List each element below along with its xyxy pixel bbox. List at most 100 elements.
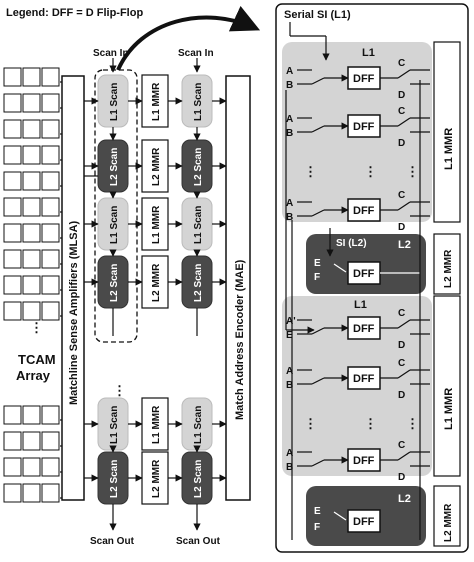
pin-a-label: A: [286, 366, 293, 377]
tcam-cell: [41, 93, 60, 113]
tcam-cell: [41, 405, 60, 425]
pin-a'-label: A': [286, 316, 296, 327]
l2-mmr-label: L2 MMR: [151, 459, 162, 498]
tcam-cell: [22, 431, 41, 451]
l1-group-2-ellipsis: ⋮: [364, 416, 377, 431]
l1-mmr-label: L1 MMR: [151, 82, 162, 121]
l2-mmr-block-2: [433, 485, 461, 547]
l2-group-1-label: L2: [398, 239, 411, 251]
dff-label: DFF: [353, 268, 375, 280]
tcam-cell: [41, 67, 60, 87]
tcam-cell: [3, 275, 22, 295]
pin-c-label: C: [398, 106, 405, 117]
pin-e-label: E: [314, 506, 321, 517]
l1-scan-label: L1 Scan: [193, 83, 204, 121]
pin-b-label: B: [286, 380, 293, 391]
tcam-cell: [3, 171, 22, 191]
pin-a-label: A: [286, 198, 293, 209]
tcam-cell: [3, 67, 22, 87]
l1-group-1-label: L1: [362, 47, 375, 59]
mux-switch: [311, 125, 325, 133]
pin-d-label: D: [398, 390, 405, 401]
tcam-cell: [22, 145, 41, 165]
pin-e-label: E: [286, 330, 293, 341]
pin-d-label: D: [398, 472, 405, 483]
l2-mmr-label-1: L2 MMR: [443, 249, 454, 288]
tcam-cell: [41, 197, 60, 217]
tcam-cell: [22, 249, 41, 269]
pin-e-label: E: [314, 258, 321, 269]
l1-scan-label: L1 Scan: [109, 406, 120, 444]
dff-label: DFF: [353, 516, 375, 528]
l2-mmr-block-1: [433, 233, 461, 295]
mae-label: Match Address Encoder (MAE): [234, 259, 246, 420]
l1-mmr-label-1: L1 MMR: [443, 128, 455, 170]
l1-scan-label: L1 Scan: [109, 206, 120, 244]
tcam-cell: [41, 119, 60, 139]
pin-a-label: A: [286, 66, 293, 77]
tcam-cell: [3, 93, 22, 113]
l2-group-2-label: L2: [398, 493, 411, 505]
pin-b-label: B: [286, 128, 293, 139]
l1-mmr-label: L1 MMR: [151, 405, 162, 444]
mux-switch: [333, 263, 347, 273]
mux-switch: [333, 511, 347, 521]
left-scan-columns: L1 Scan L1 Scan L1 MMR L2 Scan L2 Scan L2 MMR…: [84, 58, 227, 531]
tcam-cell: [41, 223, 60, 243]
tcam-cell: [3, 223, 22, 243]
l1-group-2-ellipsis-left: ⋮: [304, 416, 317, 431]
mux-switch: [311, 77, 325, 85]
tcam-cell: [3, 457, 22, 477]
l1-mmr-block-1: [433, 41, 461, 223]
tcam-cell: [41, 275, 60, 295]
tcam-cell: [22, 405, 41, 425]
pin-c-label: C: [398, 358, 405, 369]
scan-out-label-1: Scan Out: [90, 536, 135, 547]
mae-block: [225, 75, 251, 501]
mux-switch: [311, 377, 325, 385]
pin-b-label: B: [286, 80, 293, 91]
l1-mmr-label: L1 MMR: [151, 205, 162, 244]
tcam-label-line1: TCAM: [18, 352, 56, 367]
demux-switch: [397, 69, 411, 79]
l1-mmr-block: [141, 397, 169, 451]
scan-in-label-2: Scan In: [178, 48, 214, 59]
l1-scan-label: L1 Scan: [193, 206, 204, 244]
pin-f-label: F: [314, 272, 320, 283]
dff-label: DFF: [353, 73, 375, 85]
tcam-array: [3, 67, 62, 503]
demux-switch: [397, 451, 411, 461]
l2-mmr-block: [141, 451, 169, 505]
tcam-cell: [3, 249, 22, 269]
dff-label: DFF: [353, 373, 375, 385]
l1-mmr-block-2: [433, 295, 461, 477]
l2-mmr-label: L2 MMR: [151, 263, 162, 302]
mlsa-label: Matchline Sense Amplifiers (MLSA): [68, 220, 80, 405]
si-l2-label: SI (L2): [336, 238, 367, 249]
tcam-cell: [22, 223, 41, 243]
tcam-cell: [3, 197, 22, 217]
tcam-cell: [41, 171, 60, 191]
left-ellipsis: ⋮: [113, 383, 126, 398]
mux-switch: [311, 459, 325, 467]
l1-group-2-ellipsis-right: ⋮: [406, 416, 419, 431]
mlsa-block: [61, 75, 85, 501]
l2-scan-label: L2 Scan: [193, 264, 204, 302]
tcam-cell: [41, 457, 60, 477]
dff-label: DFF: [353, 455, 375, 467]
l1-mmr-block: [141, 197, 169, 251]
tcam-cell: [3, 405, 22, 425]
mux-switch: [311, 209, 325, 217]
tcam-cell: [3, 301, 22, 321]
demux-switch: [397, 319, 411, 329]
pin-f-label: F: [314, 522, 320, 533]
tcam-cell: [41, 145, 60, 165]
pin-b-label: B: [286, 212, 293, 223]
demux-switch: [397, 117, 411, 127]
pin-b-label: B: [286, 462, 293, 473]
l1-group-1-ellipsis-right: ⋮: [406, 164, 419, 179]
l2-scan-label: L2 Scan: [193, 460, 204, 498]
